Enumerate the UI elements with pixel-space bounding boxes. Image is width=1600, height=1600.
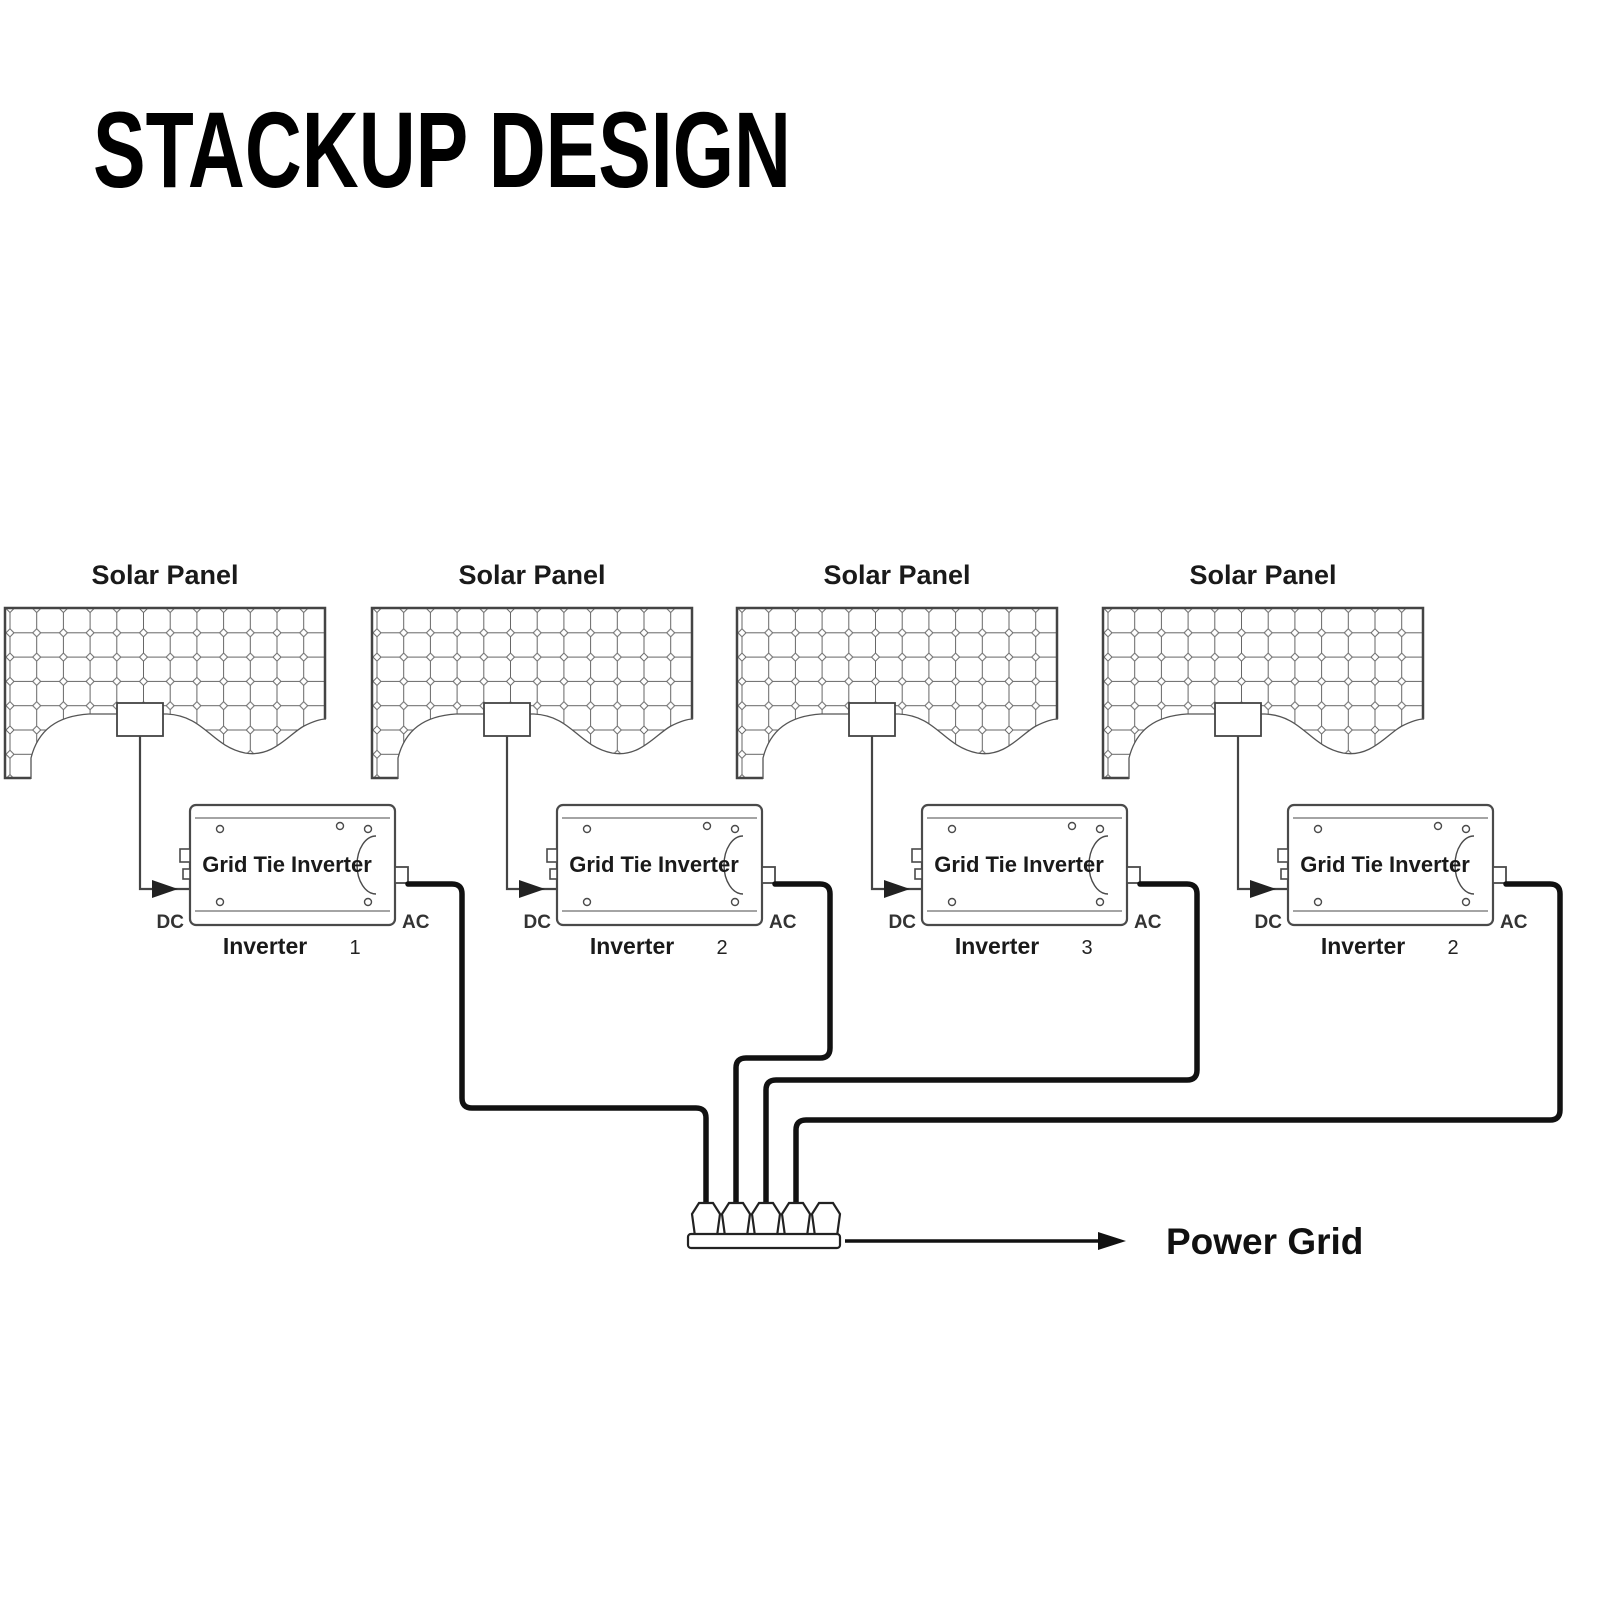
solar-panel-label-2: Solar Panel (458, 560, 605, 590)
solar-panel-label-3: Solar Panel (823, 560, 970, 590)
ac-cable-4 (793, 881, 1563, 1206)
dc-arrow-icon-3 (884, 880, 910, 898)
dc-port-label-4: DC (1255, 912, 1283, 933)
power-grid-label: Power Grid (1166, 1221, 1363, 1262)
solar-panel-1 (3, 606, 330, 782)
inverter-number-2: 2 (716, 937, 727, 959)
plug-icon-2 (720, 1201, 752, 1238)
inverter-device-label-2: Grid Tie Inverter (569, 852, 739, 877)
inverter-device-label-3: Grid Tie Inverter (934, 852, 1104, 877)
inverter-number-1: 1 (349, 937, 360, 959)
plug-icon-1 (690, 1201, 722, 1238)
inverter-device-label-4: Grid Tie Inverter (1300, 852, 1470, 877)
dc-port-label-2: DC (524, 912, 552, 933)
ac-cable-2 (733, 881, 833, 1206)
dc-arrow-icon-1 (152, 880, 178, 898)
power-strip-base (686, 1232, 842, 1250)
ac-cables (405, 881, 1563, 1206)
inverter-caption-4: Inverter (1321, 933, 1405, 959)
page-title: STACKUP DESIGN (93, 89, 791, 210)
inverter-caption-2: Inverter (590, 933, 674, 959)
inverter-device-label-1: Grid Tie Inverter (202, 852, 372, 877)
dc-arrow-icon-4 (1250, 880, 1276, 898)
ac-port-label-4: AC (1500, 912, 1528, 933)
solar-panel-label-1: Solar Panel (91, 560, 238, 590)
dc-port-label-3: DC (889, 912, 917, 933)
solar-panel-label-4: Solar Panel (1189, 560, 1336, 590)
ac-cable-3 (763, 881, 1200, 1206)
ac-cable-1 (405, 881, 709, 1206)
inverter-caption-3: Inverter (955, 933, 1039, 959)
solar-panel-2 (370, 606, 697, 782)
inverter-number-4: 2 (1447, 937, 1458, 959)
plug-icon-3 (750, 1201, 782, 1238)
solar-panel-4 (1101, 606, 1428, 782)
inverter-caption-1: Inverter (223, 933, 307, 959)
dc-arrow-icon-2 (519, 880, 545, 898)
dc-arrowheads (152, 880, 1276, 898)
power-grid-arrowhead-icon (1098, 1232, 1126, 1250)
power-strip (686, 1201, 842, 1250)
inverter-number-3: 3 (1081, 937, 1092, 959)
plug-icon-5 (810, 1201, 842, 1238)
plug-icon-4 (780, 1201, 812, 1238)
power-grid-arrow (845, 1232, 1126, 1250)
dc-port-label-1: DC (157, 912, 185, 933)
ac-port-label-3: AC (1134, 912, 1162, 933)
solar-panel-3 (735, 606, 1062, 782)
ac-port-label-1: AC (402, 912, 430, 933)
ac-port-label-2: AC (769, 912, 797, 933)
